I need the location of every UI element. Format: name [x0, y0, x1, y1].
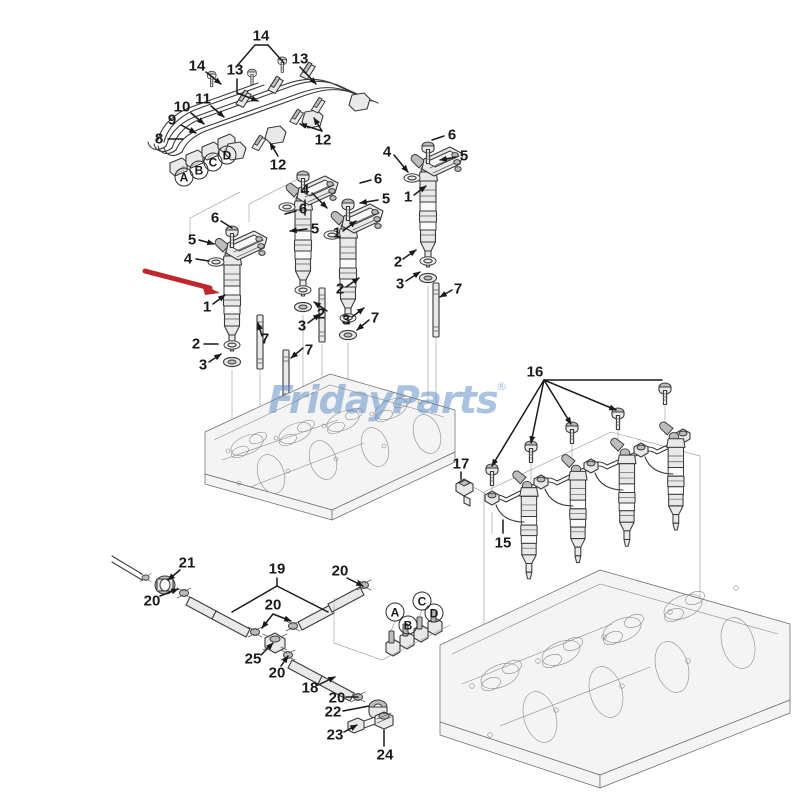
- callout-number-13: 13: [291, 50, 309, 68]
- pipe-end-right: [224, 92, 371, 161]
- callout-number-15: 15: [494, 534, 512, 552]
- callout-number-19: 19: [268, 560, 286, 578]
- callout-number-7: 7: [260, 330, 270, 348]
- callout-number-1: 1: [332, 224, 342, 242]
- callout-number-3: 3: [341, 311, 351, 329]
- injector-assembly-1: [207, 225, 268, 431]
- union-20: [176, 587, 192, 599]
- callout-number-7: 7: [453, 280, 463, 298]
- union-20: [280, 649, 296, 661]
- callout-number-5: 5: [459, 147, 469, 165]
- callout-number-7: 7: [370, 309, 380, 327]
- callout-number-2: 2: [335, 280, 345, 298]
- callout-number-20: 20: [268, 664, 286, 682]
- callout-number-4: 4: [183, 250, 193, 268]
- o-ring-4: [403, 173, 421, 183]
- cylinder-head-left: [204, 373, 456, 521]
- return-valve-21: [154, 575, 176, 595]
- callout-number-25: 25: [244, 650, 262, 668]
- callout-number-6: 6: [447, 126, 457, 144]
- callout-number-8: 8: [154, 130, 164, 148]
- reference-letter-d: D: [424, 603, 444, 623]
- seat-washer-3: [222, 356, 242, 368]
- callout-number-3: 3: [198, 356, 208, 374]
- callout-number-6: 6: [373, 170, 383, 188]
- cylinder-head-right: [439, 569, 791, 789]
- rail-bolt-16: [611, 407, 625, 431]
- rail-bolt-16: [485, 463, 499, 487]
- seat-washer-3: [293, 301, 313, 313]
- pipe-clamp-13: [266, 75, 285, 95]
- callout-number-11: 11: [195, 90, 211, 108]
- seat-washer-3: [418, 272, 438, 284]
- banjo-bolt-23: [347, 715, 379, 734]
- callout-number-20: 20: [264, 596, 282, 614]
- rail-bolt-16: [658, 382, 672, 406]
- stud-7: [432, 282, 440, 338]
- callout-number-6: 6: [210, 209, 220, 227]
- reference-letter-d: D: [217, 145, 237, 165]
- highlight-arrow: [142, 268, 220, 295]
- clamp-bolt-14: [247, 68, 257, 85]
- return-line-assembly: [111, 555, 451, 745]
- callout-number-13: 13: [226, 61, 244, 79]
- callout-number-6: 6: [298, 200, 308, 218]
- callout-number-4: 4: [382, 143, 392, 161]
- callout-number-21: 21: [178, 554, 196, 572]
- callout-number-5: 5: [381, 190, 391, 208]
- injector-assembly-4: [403, 141, 464, 416]
- seat-washer-3: [338, 329, 358, 341]
- rail-bolt-16: [524, 440, 538, 464]
- reference-letter-a: A: [385, 602, 405, 622]
- rail-bolt-16: [565, 421, 579, 445]
- pipe-clamp-12: [250, 134, 268, 152]
- callout-number-17: 17: [452, 455, 470, 473]
- callout-number-20: 20: [143, 592, 161, 610]
- callout-number-2: 2: [191, 335, 201, 353]
- fuel-pipe-bundle-group: [147, 56, 379, 177]
- reference-letter-c: C: [412, 591, 432, 611]
- reference-letter-b: B: [398, 615, 418, 635]
- callout-number-5: 5: [187, 231, 197, 249]
- rail-node: [633, 442, 649, 458]
- callout-number-18: 18: [301, 679, 319, 697]
- callout-number-4: 4: [300, 181, 310, 199]
- callout-number-3: 3: [297, 317, 307, 335]
- callout-number-16: 16: [526, 363, 544, 381]
- callout-number-24: 24: [376, 746, 394, 764]
- callout-number-14: 14: [252, 27, 270, 45]
- callout-number-3: 3: [395, 275, 405, 293]
- callout-number-2: 2: [393, 253, 403, 271]
- callout-number-1: 1: [202, 298, 212, 316]
- callout-number-5: 5: [310, 220, 320, 238]
- callout-leader-lines: [159, 44, 663, 747]
- callout-number-2: 2: [316, 305, 326, 323]
- callout-number-7: 7: [304, 341, 314, 359]
- callout-number-1: 1: [403, 188, 413, 206]
- nut-24: [374, 711, 394, 730]
- rail-bracket-17: [455, 478, 474, 507]
- clamp-bolt-14: [277, 56, 287, 73]
- callout-number-12: 12: [269, 156, 287, 174]
- callout-number-12: 12: [314, 131, 332, 149]
- mounted-injector-group: [512, 421, 686, 580]
- o-ring-4: [278, 202, 296, 212]
- callout-number-22: 22: [324, 703, 342, 721]
- o-ring-4: [207, 257, 225, 267]
- callout-number-9: 9: [167, 111, 177, 129]
- callout-number-14: 14: [188, 57, 206, 75]
- o-ring-2: [223, 340, 241, 350]
- o-ring-2: [294, 285, 312, 295]
- pipe-clamp-12: [309, 96, 327, 114]
- o-ring-2: [419, 256, 437, 266]
- callout-number-23: 23: [326, 726, 344, 744]
- callout-number-10: 10: [173, 98, 191, 116]
- callout-number-20: 20: [328, 689, 346, 707]
- callout-number-20: 20: [331, 562, 349, 580]
- banjo-fitting-22: [368, 699, 388, 720]
